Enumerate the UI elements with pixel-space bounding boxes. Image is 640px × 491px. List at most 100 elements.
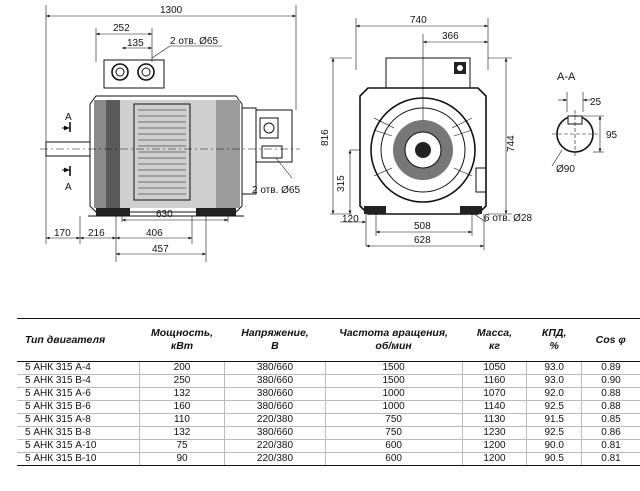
cell-efficiency: 90.5 bbox=[526, 452, 583, 466]
cell-efficiency: 92.5 bbox=[526, 426, 583, 440]
cell-voltage: 220/380 bbox=[224, 452, 326, 466]
cell-mass: 1130 bbox=[462, 413, 528, 427]
dim-216: 216 bbox=[88, 228, 105, 239]
table-row: 5 АНК 315 В-6 160 380/660 1000 1140 92.5… bbox=[17, 400, 640, 414]
cell-voltage: 380/660 bbox=[224, 361, 326, 375]
cell-type: 5 АНК 315 А-4 bbox=[17, 361, 140, 375]
cell-voltage: 380/660 bbox=[224, 387, 326, 401]
dim-shaft-dia: Ø90 bbox=[556, 164, 575, 175]
cell-mass: 1140 bbox=[462, 400, 528, 414]
header-type: Тип двигателя bbox=[17, 318, 140, 362]
cell-type: 5 АНК 315 В-8 bbox=[17, 426, 140, 440]
dim-key-25: 25 bbox=[590, 97, 602, 108]
cell-speed: 1000 bbox=[325, 400, 463, 414]
dim-366: 366 bbox=[442, 31, 459, 42]
cell-type: 5 АНК 315 В-4 bbox=[17, 374, 140, 388]
cell-type: 5 АНК 315 А-6 bbox=[17, 387, 140, 401]
front-view: 740 366 816 315 bbox=[320, 15, 532, 250]
cell-power: 132 bbox=[139, 387, 226, 401]
dim-457: 457 bbox=[152, 244, 169, 255]
dim-628: 628 bbox=[414, 235, 431, 246]
dim-315: 315 bbox=[336, 175, 347, 192]
specifications-table: Тип двигателя Мощность, кВт Напряжение, … bbox=[17, 318, 640, 466]
section-mark-lower: A bbox=[65, 182, 72, 193]
cell-efficiency: 92.0 bbox=[526, 387, 583, 401]
header-power: Мощность, кВт bbox=[139, 318, 225, 362]
cell-efficiency: 93.0 bbox=[526, 374, 583, 388]
dim-height-744: 744 bbox=[506, 135, 517, 152]
table-row: 5 АНК 315 А-4 200 380/660 1500 1050 93.0… bbox=[17, 361, 640, 375]
cell-power: 200 bbox=[139, 361, 226, 375]
section-title: А-А bbox=[557, 71, 576, 83]
callout-side-holes: 2 отв. Ø65 bbox=[252, 185, 300, 196]
cell-voltage: 220/380 bbox=[224, 439, 326, 453]
dim-135: 135 bbox=[127, 38, 144, 49]
cell-efficiency: 92.5 bbox=[526, 400, 583, 414]
header-speed: Частота вращения, об/мин bbox=[325, 318, 463, 362]
cell-cos: 0.85 bbox=[581, 413, 640, 427]
cell-efficiency: 90.0 bbox=[526, 439, 583, 453]
cell-mass: 1200 bbox=[462, 452, 528, 466]
cell-power: 110 bbox=[139, 413, 226, 427]
cell-speed: 1000 bbox=[325, 387, 463, 401]
table-row: 5 АНК 315 В-4 250 380/660 1500 1160 93.0… bbox=[17, 374, 640, 388]
dim-95: 95 bbox=[606, 130, 618, 141]
side-view: 1300 252 135 2 отв. Ø65 bbox=[40, 5, 300, 262]
section-a-a: А-А 25 95 Ø90 bbox=[551, 71, 618, 175]
callout-feet-holes: 6 отв. Ø28 bbox=[484, 213, 532, 224]
cell-type: 5 АНК 315 В-6 bbox=[17, 400, 140, 414]
header-voltage: Напряжение, В bbox=[224, 318, 326, 362]
cell-speed: 750 bbox=[325, 426, 463, 440]
cell-power: 160 bbox=[139, 400, 226, 414]
cell-power: 90 bbox=[139, 452, 226, 466]
dim-170: 170 bbox=[54, 228, 71, 239]
dim-height-816: 816 bbox=[320, 129, 331, 146]
cell-type: 5 АНК 315 В-10 bbox=[17, 452, 140, 466]
cell-efficiency: 91.5 bbox=[526, 413, 583, 427]
cell-speed: 600 bbox=[325, 452, 463, 466]
table-row: 5 АНК 315 А-6 132 380/660 1000 1070 92.0… bbox=[17, 387, 640, 401]
cell-type: 5 АНК 315 А-8 bbox=[17, 413, 140, 427]
cell-voltage: 220/380 bbox=[224, 413, 326, 427]
dim-252: 252 bbox=[113, 23, 130, 34]
header-efficiency: КПД, % bbox=[526, 318, 582, 362]
callout-top-holes: 2 отв. Ø65 bbox=[170, 36, 218, 47]
cell-cos: 0.86 bbox=[581, 426, 640, 440]
motor-drawings: 1300 252 135 2 отв. Ø65 bbox=[40, 5, 618, 262]
header-mass: Масса, кг bbox=[462, 318, 527, 362]
cell-speed: 600 bbox=[325, 439, 463, 453]
dim-overall-length: 1300 bbox=[160, 5, 183, 16]
dim-406: 406 bbox=[146, 228, 163, 239]
dim-630: 630 bbox=[156, 209, 173, 220]
cell-cos: 0.89 bbox=[581, 361, 640, 375]
cell-voltage: 380/660 bbox=[224, 426, 326, 440]
cell-mass: 1160 bbox=[462, 374, 528, 388]
header-cos-phi: Cos φ bbox=[581, 318, 640, 362]
cell-mass: 1230 bbox=[462, 426, 528, 440]
cell-mass: 1200 bbox=[462, 439, 528, 453]
section-mark-upper: A bbox=[65, 112, 72, 123]
cell-cos: 0.88 bbox=[581, 400, 640, 414]
dim-front-width: 740 bbox=[410, 15, 427, 26]
cell-cos: 0.81 bbox=[581, 439, 640, 453]
dim-120: 120 bbox=[342, 214, 359, 225]
cell-speed: 1500 bbox=[325, 374, 463, 388]
cell-power: 75 bbox=[139, 439, 226, 453]
cell-mass: 1050 bbox=[462, 361, 528, 375]
cell-voltage: 380/660 bbox=[224, 400, 326, 414]
cell-cos: 0.81 bbox=[581, 452, 640, 466]
cell-speed: 1500 bbox=[325, 361, 463, 375]
cell-type: 5 АНК 315 А-10 bbox=[17, 439, 140, 453]
cell-power: 250 bbox=[139, 374, 226, 388]
cell-efficiency: 93.0 bbox=[526, 361, 583, 375]
table-row: 5 АНК 315 В-8 132 380/660 750 1230 92.5 … bbox=[17, 426, 640, 440]
table-row: 5 АНК 315 В-10 90 220/380 600 1200 90.5 … bbox=[17, 452, 640, 466]
cell-power: 132 bbox=[139, 426, 226, 440]
dim-508: 508 bbox=[414, 221, 431, 232]
cell-mass: 1070 bbox=[462, 387, 528, 401]
cell-cos: 0.88 bbox=[581, 387, 640, 401]
cell-cos: 0.90 bbox=[581, 374, 640, 388]
cell-voltage: 380/660 bbox=[224, 374, 326, 388]
table-row: 5 АНК 315 А-10 75 220/380 600 1200 90.0 … bbox=[17, 439, 640, 453]
